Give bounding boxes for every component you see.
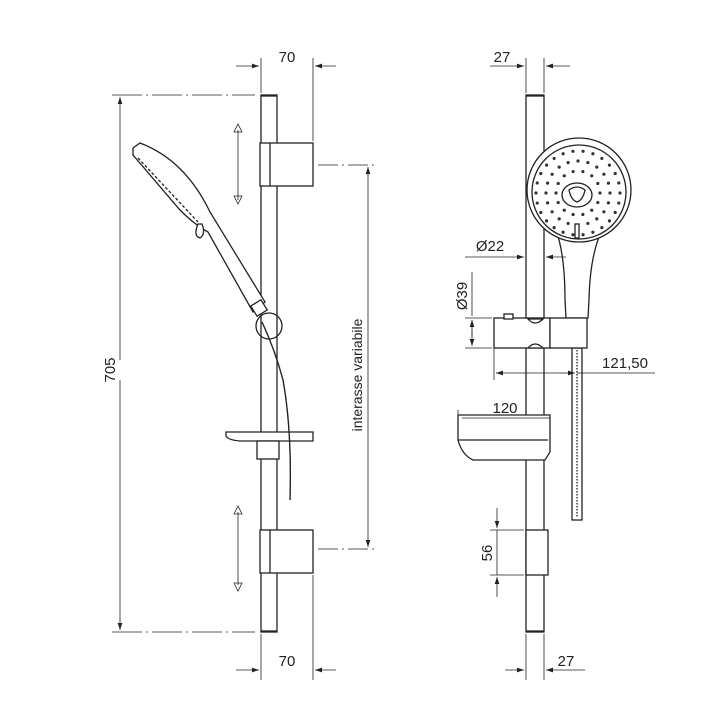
nozzle-dot: [617, 201, 621, 205]
nozzle-dot: [557, 217, 561, 221]
adjust-arrow-lower: [233, 505, 243, 592]
nozzle-dot: [606, 181, 611, 185]
soap-dish-front: [457, 414, 551, 461]
nozzle-dot: [602, 210, 606, 214]
nozzle-dot: [535, 181, 539, 185]
nozzle-dot: [613, 171, 617, 176]
nozzle-dot: [590, 208, 594, 212]
dim-holder-projection: 121,50: [602, 355, 648, 372]
nozzle-dot: [618, 191, 622, 195]
nozzle-dot: [545, 181, 550, 185]
hose: [261, 321, 292, 501]
dim-bar-diameter: Ø22: [476, 238, 504, 255]
nozzle-dot: [598, 191, 602, 195]
nozzle-dot: [617, 181, 621, 185]
dim-right-top-width: 27: [494, 49, 511, 66]
nozzle-dot: [554, 191, 558, 195]
nozzle-dot: [596, 200, 600, 205]
front-view: 27 27 Ø22 Ø39 121,50 120 56: [454, 49, 655, 680]
adjust-arrow-upper: [233, 123, 243, 205]
nozzle-dot: [544, 191, 548, 195]
dim-left-top-width: 70: [279, 49, 296, 66]
nozzle-dot: [595, 165, 599, 169]
nozzle-dot: [581, 212, 585, 217]
nozzle-dot: [571, 212, 575, 217]
soap-dish: [225, 431, 314, 460]
nozzle-dot: [608, 191, 612, 195]
nozzle-dot: [571, 149, 575, 153]
nozzle-dot: [581, 233, 585, 237]
nozzle-dot: [606, 201, 611, 205]
nozzle-dot: [535, 201, 539, 205]
nozzle-dot: [591, 230, 595, 234]
nozzle-dot: [534, 191, 538, 195]
nozzle-dot: [613, 210, 617, 215]
nozzle-dot: [566, 221, 570, 226]
nozzle-dot: [602, 172, 606, 176]
nozzle-dot: [557, 165, 561, 169]
nozzle-dot: [581, 169, 585, 174]
shower-holder-ring: [255, 312, 283, 340]
nozzle-dot: [544, 219, 549, 223]
dim-clamp-height: 56: [479, 545, 496, 562]
nozzle-dot: [539, 210, 543, 215]
nozzle-dot: [571, 169, 575, 174]
nozzle-dot: [571, 233, 575, 237]
nozzle-dot: [581, 149, 585, 153]
nozzle-dot: [607, 219, 612, 223]
nozzle-dot: [600, 225, 604, 230]
hose-front: [571, 347, 583, 521]
nozzle-dot: [566, 160, 570, 165]
side-view: 70 70 705 interasse variabile: [102, 49, 378, 680]
nozzle-dot: [590, 174, 594, 178]
lower-wall-bracket: [259, 529, 314, 574]
dim-variable-spacing: interasse variabile: [349, 318, 365, 431]
nozzle-dot: [556, 200, 560, 205]
dim-right-bottom-width: 27: [558, 653, 575, 670]
slide-bar: [260, 94, 278, 633]
nozzle-dot: [562, 208, 566, 212]
nozzle-dot: [591, 152, 595, 156]
dim-holder-diameter: Ø39: [454, 282, 471, 310]
nozzle-dot: [552, 156, 556, 161]
nozzle-dot: [552, 225, 556, 230]
nozzle-dot: [561, 152, 565, 156]
nozzle-dot: [556, 181, 560, 186]
nozzle-dot: [539, 171, 543, 176]
dim-total-height: 705: [102, 357, 119, 382]
upper-wall-bracket: [259, 142, 314, 187]
slide-bar-front: [525, 94, 545, 633]
nozzle-dot: [607, 163, 612, 167]
lower-clamp-front: [525, 529, 549, 576]
nozzle-dot: [561, 230, 565, 234]
dim-left-bottom-width: 70: [279, 653, 296, 670]
nozzle-dot: [550, 172, 554, 176]
nozzle-dot: [595, 217, 599, 221]
nozzle-dot: [545, 201, 550, 205]
nozzle-dot: [550, 210, 554, 214]
hand-shower: [132, 142, 269, 318]
spray-nozzles: [534, 149, 622, 237]
nozzle-dot: [600, 156, 604, 161]
nozzle-dot: [562, 174, 566, 178]
shower-holder-front: [493, 313, 588, 349]
nozzle-dot: [596, 181, 600, 186]
nozzle-dot: [576, 159, 580, 163]
nozzle-dot: [586, 221, 590, 226]
hand-shower-front: [526, 137, 632, 319]
nozzle-dot: [586, 160, 590, 165]
nozzle-dot: [544, 163, 549, 167]
dim-soap-dish-width: 120: [492, 400, 517, 417]
